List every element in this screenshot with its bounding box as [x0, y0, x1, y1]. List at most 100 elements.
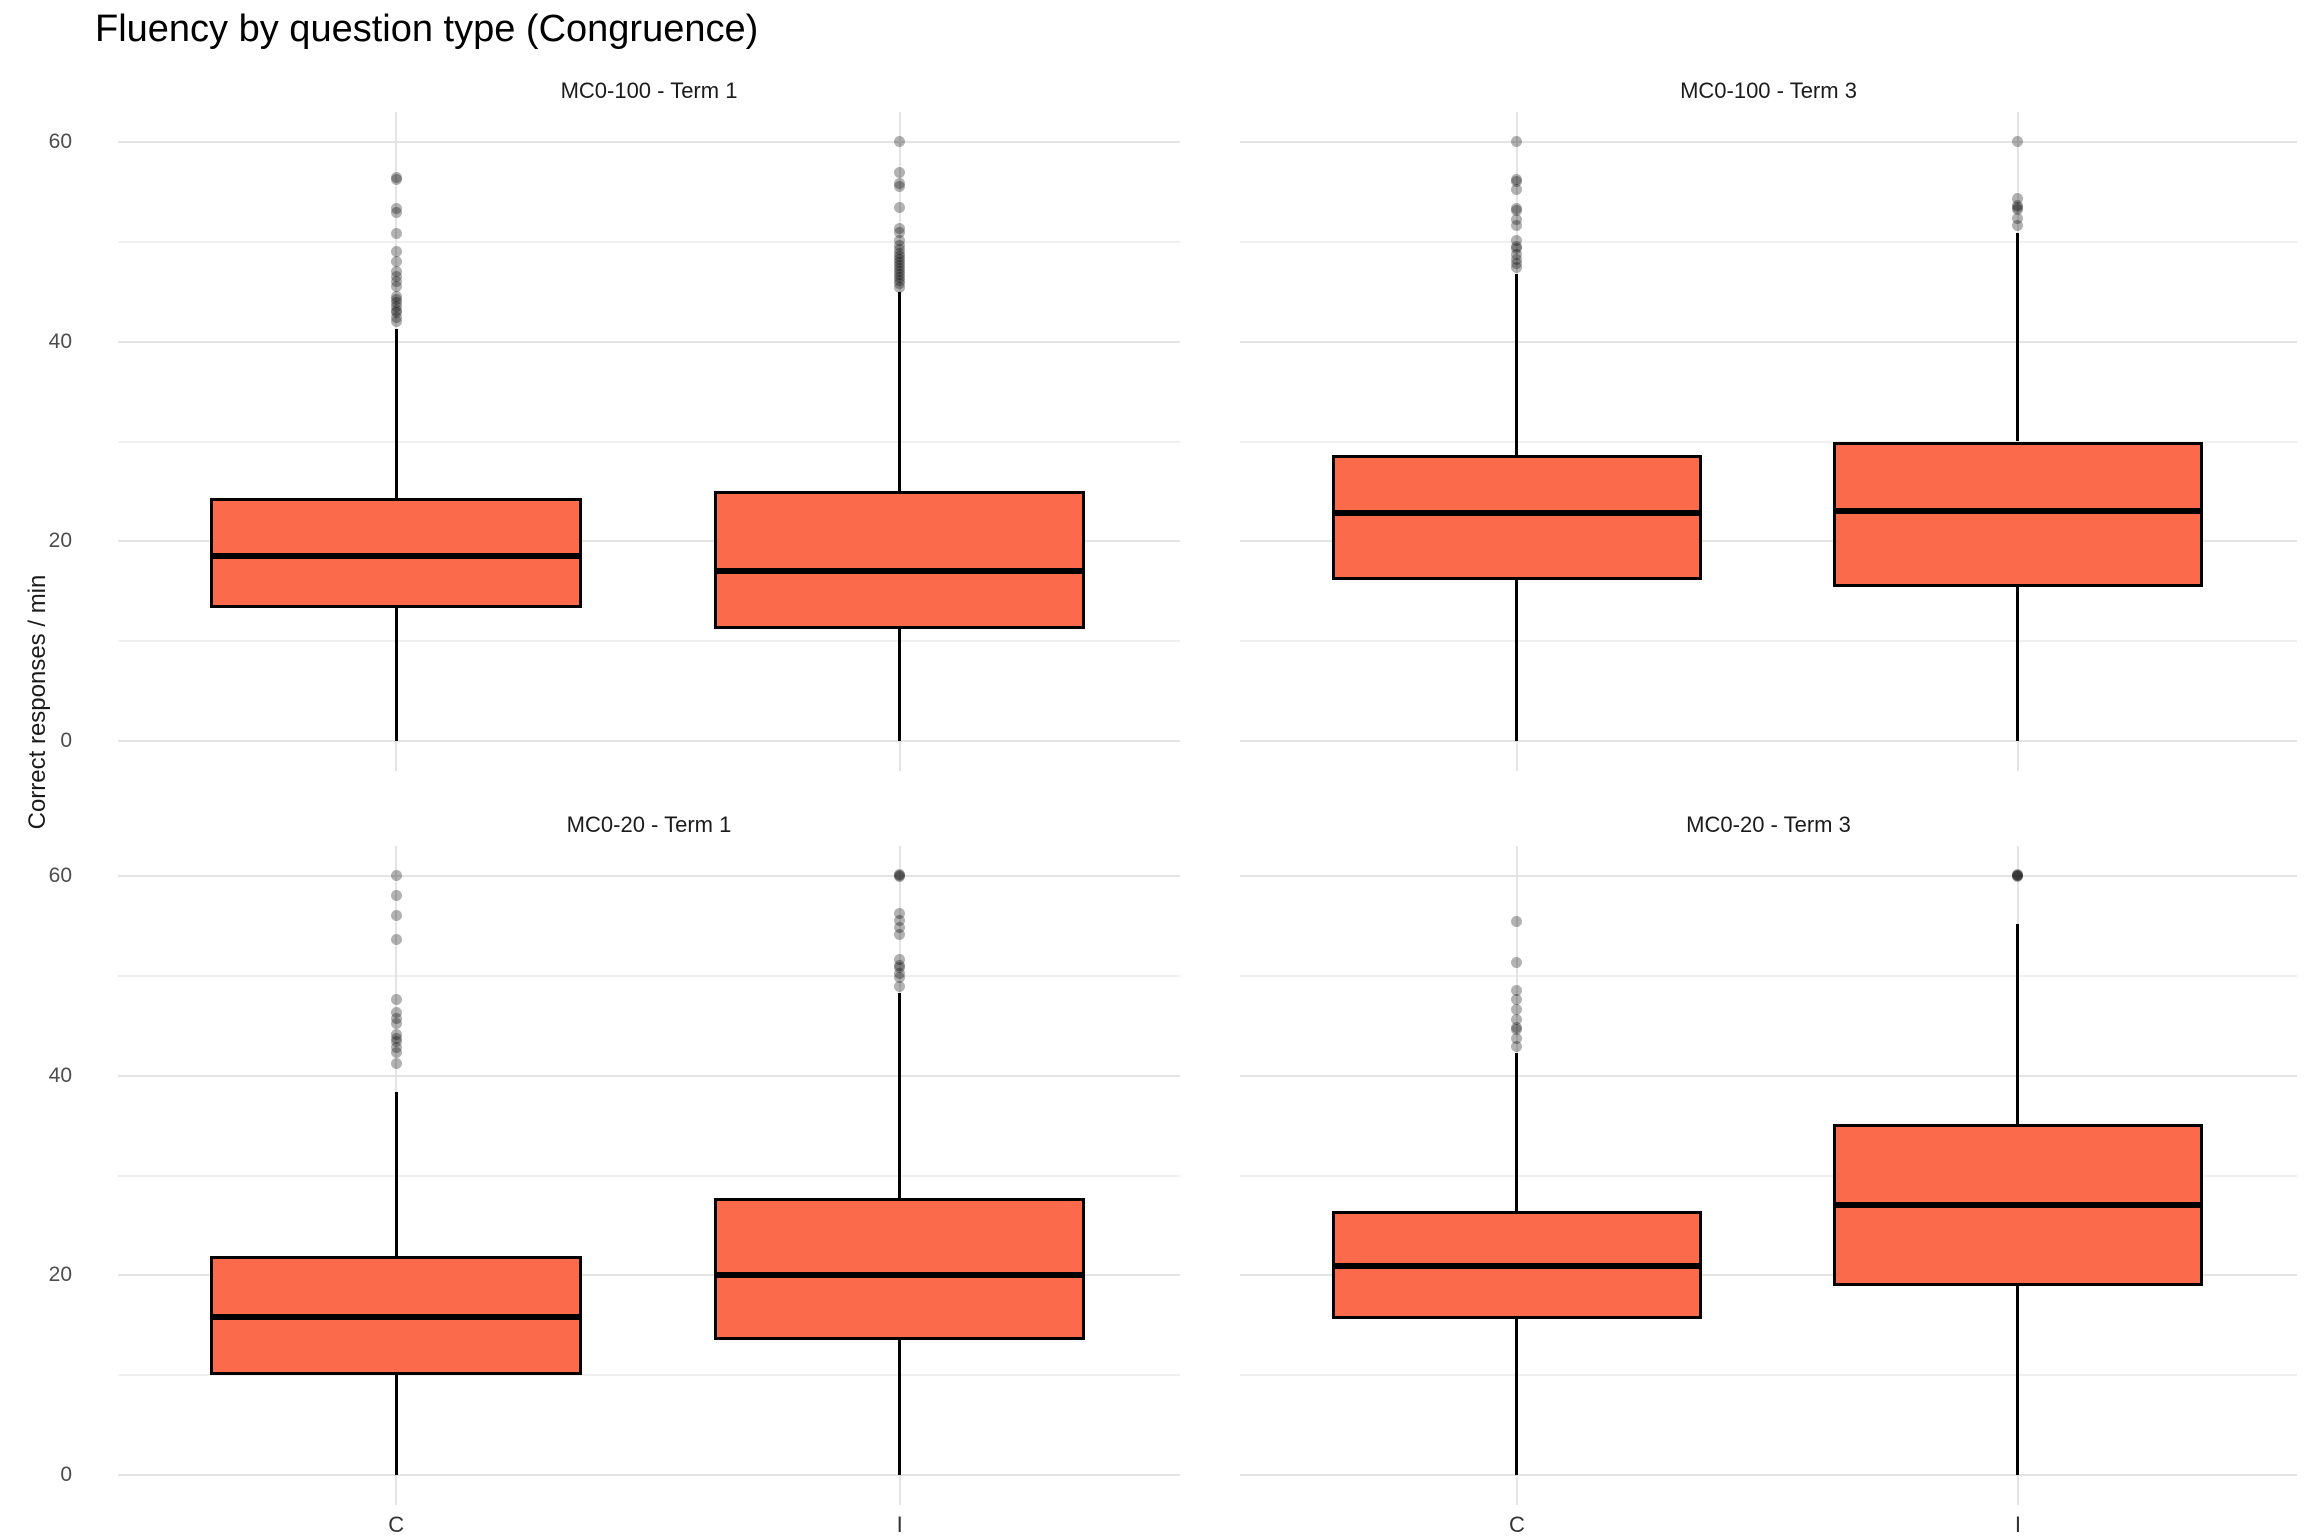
outlier-point — [894, 960, 906, 972]
outlier-point — [1511, 957, 1523, 969]
gridline-major-h — [1240, 1074, 2297, 1077]
outlier-point — [390, 276, 402, 288]
upper-whisker — [2016, 923, 2020, 1124]
outlier-point — [1511, 241, 1523, 253]
outlier-point — [894, 272, 906, 284]
outlier-point — [390, 174, 402, 186]
outlier-point — [390, 1007, 402, 1019]
outlier-point — [894, 954, 906, 966]
outlier-point — [390, 1047, 402, 1059]
outlier-point — [2012, 213, 2024, 225]
lower-whisker — [2016, 587, 2020, 742]
outlier-point — [1511, 249, 1523, 261]
outlier-point — [894, 235, 906, 247]
y-tick-label: 20 — [48, 529, 72, 553]
outlier-point — [894, 915, 906, 927]
y-tick-label: 0 — [60, 1463, 72, 1487]
gridline-minor-h — [118, 240, 1180, 243]
upper-whisker — [898, 291, 902, 492]
outlier-point — [2012, 136, 2024, 148]
outlier-point — [894, 972, 906, 984]
outlier-point — [1511, 1004, 1523, 1016]
y-tick-label: 0 — [60, 729, 72, 753]
upper-whisker — [1515, 1052, 1519, 1212]
outlier-point — [1511, 1022, 1523, 1034]
gridline-major-h — [1240, 1474, 2297, 1477]
outlier-point — [1511, 243, 1523, 255]
gridline-major-h — [1240, 540, 2297, 543]
outlier-point — [1511, 1024, 1523, 1036]
outlier-point — [1511, 985, 1523, 997]
lower-whisker — [394, 608, 398, 742]
median-line — [713, 1272, 1086, 1279]
outlier-point — [894, 248, 906, 260]
gridline-minor-h — [118, 1374, 1180, 1377]
median-line — [210, 553, 583, 560]
outlier-point — [1511, 994, 1523, 1006]
outlier-point — [390, 890, 402, 902]
outlier-point — [1511, 174, 1523, 186]
outlier-point — [390, 1033, 402, 1045]
outlier-point — [2012, 193, 2024, 205]
outlier-point — [894, 181, 906, 193]
median-line — [1832, 1202, 2203, 1209]
gridline-minor-h — [1240, 1174, 2297, 1177]
outlier-point — [894, 254, 906, 266]
outlier-point — [894, 202, 906, 214]
gridline-major-h — [1240, 740, 2297, 743]
gridline-minor-h — [118, 440, 1180, 443]
lower-whisker — [898, 1340, 902, 1476]
outlier-point — [390, 1058, 402, 1070]
gridline-minor-h — [1240, 974, 2297, 977]
outlier-point — [2012, 202, 2024, 214]
outlier-point — [390, 291, 402, 303]
outlier-point — [894, 167, 906, 179]
outlier-point — [1511, 262, 1523, 274]
outlier-point — [390, 307, 402, 319]
median-line — [1331, 1263, 1702, 1270]
outlier-point — [390, 305, 402, 317]
gridline-major-h — [118, 740, 1180, 743]
gridline-major-h — [1240, 140, 2297, 143]
outlier-point — [1511, 205, 1523, 217]
outlier-point — [1511, 214, 1523, 226]
outlier-point — [2012, 871, 2024, 883]
outlier-point — [894, 922, 906, 934]
gridline-major-h — [118, 140, 1180, 143]
outlier-point — [894, 178, 906, 190]
outlier-point — [894, 968, 906, 980]
outlier-point — [894, 962, 906, 974]
upper-whisker — [394, 328, 398, 499]
panel-mc0-100-term-1 — [118, 112, 1180, 771]
outlier-point — [390, 228, 402, 240]
gridline-major-h — [118, 1474, 1180, 1477]
median-line — [1832, 508, 2203, 515]
panel-mc0-20-term-1 — [118, 846, 1180, 1505]
outlier-point — [1511, 176, 1523, 188]
outlier-point — [894, 223, 906, 235]
panel-mc0-20-term-3 — [1240, 846, 2297, 1505]
median-line — [1331, 510, 1702, 517]
boxplot-box-i — [713, 1198, 1086, 1341]
outlier-point — [390, 312, 402, 324]
outlier-point — [390, 271, 402, 283]
facet-strip-label: MC0-20 - Term 1 — [566, 812, 732, 837]
outlier-point — [390, 207, 402, 219]
gridline-major-h — [1240, 1274, 2297, 1277]
outlier-point — [894, 227, 906, 239]
outlier-point — [1511, 1041, 1523, 1053]
gridline-minor-h — [1240, 240, 2297, 243]
lower-whisker — [898, 629, 902, 742]
outlier-point — [390, 297, 402, 309]
gridline-major-h — [1240, 340, 2297, 343]
x-tick-label: C — [388, 1512, 405, 1536]
outlier-point — [390, 1029, 402, 1041]
outlier-point — [2012, 869, 2024, 881]
upper-whisker — [394, 1091, 398, 1257]
gridline-major-h — [1240, 874, 2297, 877]
outlier-point — [390, 203, 402, 215]
facet-strip-label: MC0-100 - Term 3 — [1680, 78, 1857, 103]
outlier-point — [1511, 1033, 1523, 1045]
upper-whisker — [898, 992, 902, 1199]
outlier-point — [390, 1036, 402, 1048]
